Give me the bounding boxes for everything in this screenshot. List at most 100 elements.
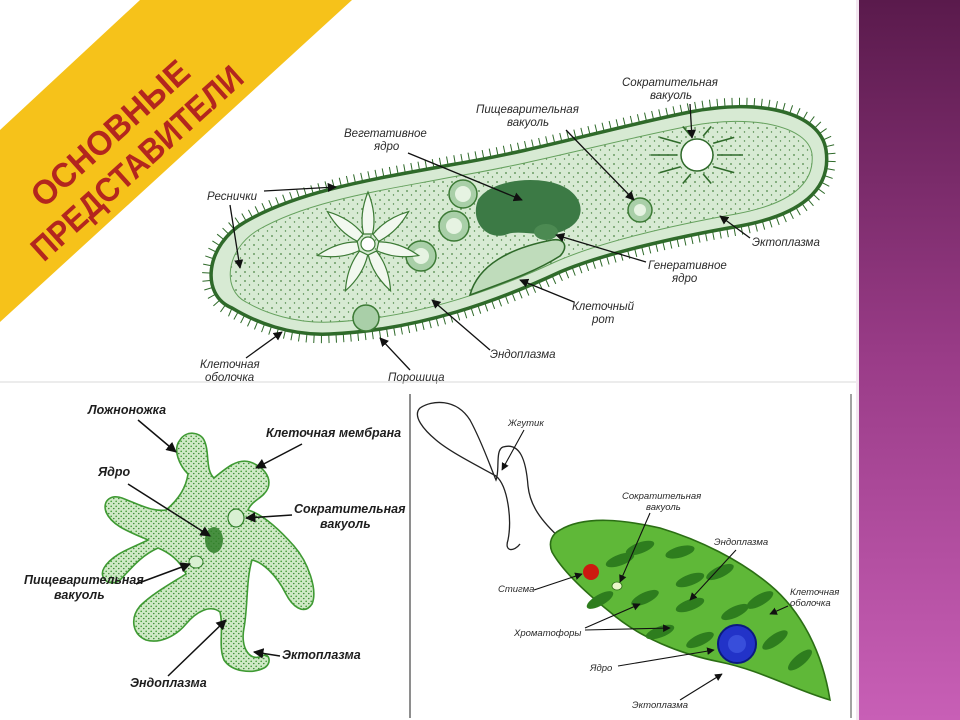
cilium — [676, 238, 680, 248]
cilium — [704, 232, 708, 242]
cilium — [453, 155, 456, 165]
cilium — [594, 124, 598, 134]
cilium — [592, 259, 596, 269]
vacuole-ray — [326, 210, 364, 243]
cilium — [407, 324, 411, 334]
cilium — [694, 101, 697, 111]
cilium — [708, 99, 712, 109]
cilium — [629, 115, 633, 125]
label-ectoplasm: Эктоплазма — [752, 237, 820, 249]
cilium — [524, 287, 530, 296]
cilium — [424, 160, 428, 170]
label-stigma: Стигма — [498, 584, 534, 595]
cilium — [566, 131, 570, 141]
cilium — [818, 128, 827, 135]
cilium — [282, 329, 287, 339]
digestive-vacuoles — [352, 179, 653, 332]
cilium — [795, 108, 801, 117]
cilium — [683, 236, 687, 246]
cilium — [538, 137, 542, 147]
cilium — [585, 262, 590, 272]
cilium — [564, 269, 570, 279]
cilium — [723, 98, 726, 108]
cilium — [296, 189, 300, 199]
cilium — [470, 307, 475, 317]
chromatophore — [762, 630, 788, 650]
cilium — [672, 106, 676, 116]
amoeba-contractile-vacuole — [227, 508, 245, 528]
cilium — [655, 242, 659, 252]
cilium — [403, 164, 406, 174]
vacuole-canal — [702, 125, 712, 137]
cilium — [531, 139, 535, 149]
label-pseudopod: Ложноножка — [87, 403, 166, 417]
cilium — [205, 255, 214, 260]
cilium — [620, 251, 624, 261]
cilium — [636, 114, 640, 124]
cilium — [580, 127, 584, 137]
cilium — [360, 172, 364, 182]
label-amoeba-ectoplasm: Эктоплазма — [282, 648, 361, 662]
label-amoeba-cell-membrane: Клеточная мембрана — [266, 426, 401, 440]
chromatophore — [665, 545, 695, 559]
side-divider — [856, 0, 859, 720]
cilium — [202, 279, 212, 282]
cilium — [634, 248, 638, 258]
cilium — [335, 333, 337, 343]
cilium — [435, 317, 439, 327]
cilium — [297, 332, 301, 342]
cilium — [220, 304, 227, 313]
cilium — [247, 317, 252, 327]
cilium — [216, 233, 225, 241]
cilium — [622, 117, 626, 127]
cilium — [826, 152, 836, 155]
cilium — [511, 292, 516, 302]
generative-nucleus — [534, 224, 558, 240]
cilium — [460, 153, 463, 163]
cilium — [353, 174, 357, 184]
cilium — [342, 333, 345, 343]
label-euglena-nucleus: Ядро — [589, 663, 612, 674]
cilium — [396, 165, 399, 175]
cilium — [381, 168, 385, 178]
vegetative-nucleus — [475, 180, 581, 236]
cilium — [807, 198, 814, 207]
vacuole-ray — [372, 210, 410, 243]
cilium — [825, 144, 835, 148]
cilium — [428, 319, 432, 329]
cilium — [726, 228, 729, 238]
cilium — [491, 300, 496, 310]
amoeba-labels: Ложноножка Клеточная мембрана Ядро Сокра… — [24, 403, 406, 690]
cilium — [349, 332, 352, 342]
vacuole-ray — [315, 241, 360, 258]
cilium — [545, 136, 549, 146]
cilium — [261, 323, 266, 333]
euglena-contractile-vacuole — [611, 581, 623, 591]
cilium — [268, 325, 273, 335]
cilium — [719, 229, 722, 239]
cilium — [393, 326, 396, 336]
cilium — [812, 193, 820, 201]
vacuole-canal — [712, 165, 735, 174]
cilium — [754, 222, 758, 232]
cilium — [821, 181, 830, 187]
cilium — [233, 311, 239, 320]
vacuole-ray — [361, 190, 375, 235]
cilium — [665, 107, 669, 117]
chromatophore — [605, 552, 635, 568]
cilium — [782, 102, 786, 112]
cilium — [608, 120, 612, 130]
cilium — [400, 325, 403, 335]
amoeba-body — [101, 432, 315, 673]
euglena-stigma — [583, 564, 599, 580]
cilium — [207, 293, 217, 299]
cilium — [644, 112, 648, 122]
cilium — [788, 210, 794, 220]
label-anal-pore: Порошица — [388, 372, 445, 384]
